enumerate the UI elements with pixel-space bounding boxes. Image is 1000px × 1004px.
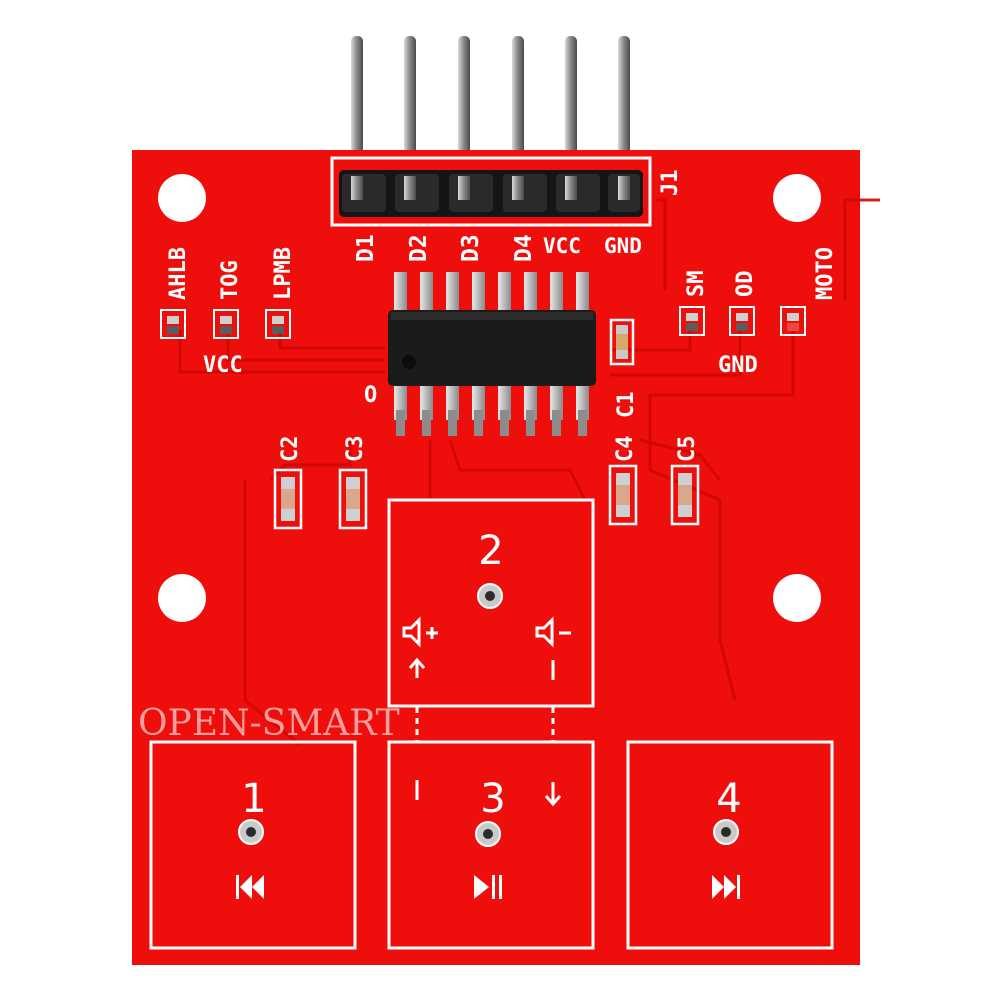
cap-label-c2: C2 xyxy=(278,436,303,463)
next-track-icon xyxy=(712,875,740,899)
touch-pad-3[interactable]: 3 xyxy=(387,740,595,950)
touch-pad-2[interactable]: 2 xyxy=(387,498,595,708)
left-jumper-labels: AHLB TOG LPMB VCC xyxy=(166,247,296,378)
jumper-label-ahlb: AHLB xyxy=(166,247,191,300)
pcb-traces xyxy=(178,198,880,747)
right-jumper-labels: SM OD MOTO GND xyxy=(684,247,838,378)
pad-number-2: 2 xyxy=(478,528,503,574)
capacitor-c5 xyxy=(670,464,700,526)
pin-label-vcc: VCC xyxy=(543,234,581,258)
pad-number-4: 4 xyxy=(716,776,741,822)
left-power-label: VCC xyxy=(203,353,243,378)
capacitor-c4 xyxy=(608,464,638,526)
jumper-label-lpmb: LPMB xyxy=(271,247,296,300)
pad-number-1: 1 xyxy=(241,776,266,822)
capacitor-c2 xyxy=(273,468,303,530)
cap-label-c4: C4 xyxy=(613,436,638,463)
pin-label-d1: D1 xyxy=(353,234,379,262)
pad-number-3: 3 xyxy=(480,776,505,822)
capacitor-c3 xyxy=(338,468,368,530)
volume-up-icon xyxy=(402,616,438,648)
jumper-label-od: OD xyxy=(733,271,758,298)
touch-pad-1[interactable]: 1 xyxy=(149,740,357,950)
ic-chip xyxy=(388,272,596,436)
capacitors xyxy=(273,318,700,530)
watermark: OPEN-SMART xyxy=(138,703,400,744)
header-pins xyxy=(351,36,630,186)
pin-label-d3: D3 xyxy=(458,234,484,262)
jumper-pads xyxy=(160,306,806,339)
cap-label-c1: C1 xyxy=(614,392,639,419)
mounting-holes xyxy=(158,174,821,622)
cap-label-c3: C3 xyxy=(343,436,368,463)
down-arrow-icon xyxy=(544,782,562,807)
pin-labels: D1 D2 D3 D4 VCC GND xyxy=(353,234,642,262)
pin-header xyxy=(330,156,652,227)
pin-label-d2: D2 xyxy=(406,234,432,262)
cap-label-c5: C5 xyxy=(675,436,700,463)
pin-label-d4: D4 xyxy=(511,234,537,262)
jumper-label-moto: MOTO xyxy=(813,247,838,300)
chip-pin1-marker: O xyxy=(364,383,377,408)
header-label: J1 xyxy=(658,170,683,197)
capacitor-c1 xyxy=(609,318,635,366)
volume-down-icon xyxy=(535,616,571,648)
pad-link-lines xyxy=(415,707,555,741)
touch-pad-4[interactable]: 4 xyxy=(626,740,834,950)
jumper-label-sm: SM xyxy=(684,271,709,298)
capacitor-labels: C1 C2 C3 C4 C5 xyxy=(278,392,700,463)
up-arrow-icon xyxy=(408,657,426,678)
right-power-label: GND xyxy=(718,353,758,378)
previous-track-icon xyxy=(236,875,264,899)
play-pause-icon xyxy=(474,875,502,899)
jumper-label-tog: TOG xyxy=(218,260,243,300)
pin-label-gnd: GND xyxy=(604,234,642,258)
